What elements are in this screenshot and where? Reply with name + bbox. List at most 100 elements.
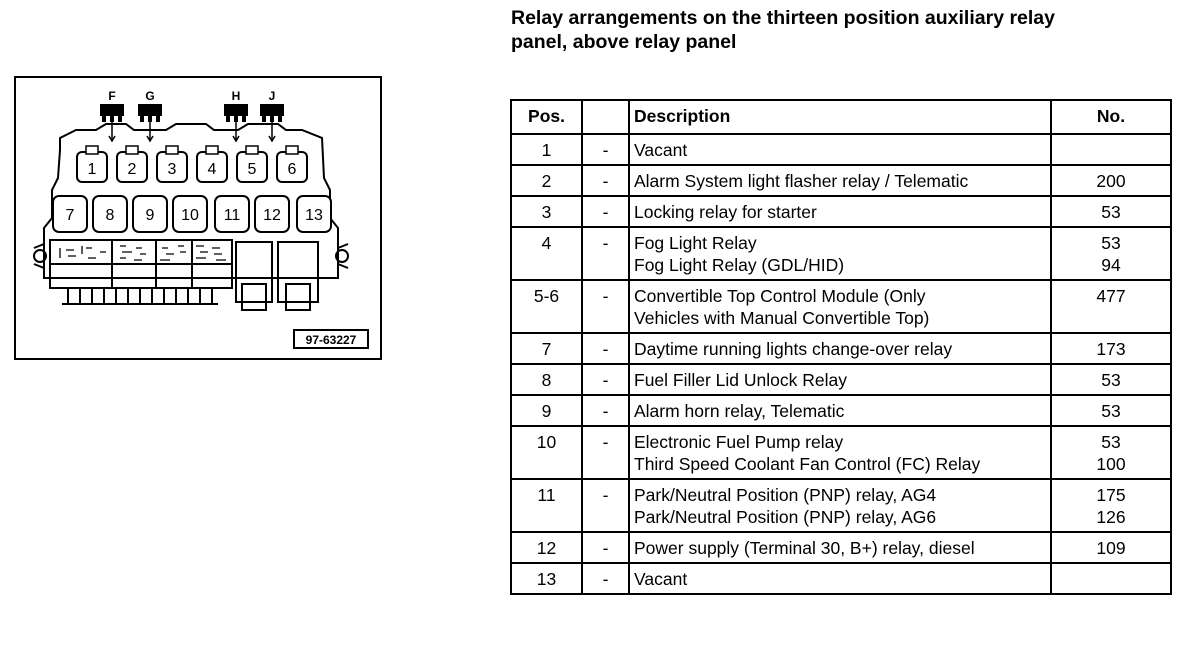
header-pos: Pos. [510, 99, 583, 135]
relay-number: 9 [146, 207, 155, 224]
relay-slot: 12 [254, 195, 290, 233]
description-line: Daytime running lights change-over relay [634, 339, 953, 359]
table-row: 3-Locking relay for starter 53 [510, 195, 1172, 228]
row-number: 173 [1050, 332, 1172, 365]
part-number: 53 [1101, 370, 1121, 390]
row-pos: 9 [510, 394, 583, 427]
description-line: Fuel Filler Lid Unlock Relay [634, 370, 847, 390]
description-line: Vacant [634, 140, 688, 160]
row-description: Vacant [628, 133, 1052, 166]
row-dash: - [581, 195, 630, 228]
relay-number: 1 [88, 161, 97, 178]
row-number: 53 [1050, 363, 1172, 396]
part-number: 477 [1096, 286, 1126, 306]
description-line: Electronic Fuel Pump relay [634, 432, 844, 452]
part-number: 109 [1096, 538, 1126, 558]
relay-number: 3 [168, 161, 177, 178]
table-row: 12-Power supply (Terminal 30, B+) relay,… [510, 531, 1172, 564]
row-pos: 8 [510, 363, 583, 396]
description-line: Park/Neutral Position (PNP) relay, AG6 [634, 507, 937, 527]
connector-plug: H [224, 89, 248, 143]
relay-slot: 8 [92, 195, 128, 233]
page-title-line-1: Relay arrangements on the thirteen posit… [511, 7, 1056, 29]
description-line: Locking relay for starter [634, 202, 817, 222]
row-number: 53 [1050, 195, 1172, 228]
row-pos: 10 [510, 425, 583, 480]
table-row: 2-Alarm System light flasher relay / Tel… [510, 164, 1172, 197]
connector-label: G [145, 89, 154, 103]
relay-number: 2 [128, 161, 137, 178]
part-number: 53 [1101, 432, 1121, 452]
description-line: Fog Light Relay [634, 233, 757, 253]
part-number: 53 [1101, 202, 1121, 222]
description-line: Power supply (Terminal 30, B+) relay, di… [634, 538, 975, 558]
part-number: 200 [1096, 171, 1126, 191]
description-line: Fog Light Relay (GDL/HID) [634, 255, 845, 275]
part-number: 53 [1101, 233, 1121, 253]
description-line: Vacant [634, 569, 688, 589]
row-dash: - [581, 279, 630, 334]
relay-slot: 10 [172, 195, 208, 233]
connector-label: F [108, 89, 115, 103]
relay-number: 4 [208, 161, 217, 178]
relay-slot: 2 [116, 145, 148, 183]
relay-number: 6 [288, 161, 297, 178]
row-number: 477 [1050, 279, 1172, 334]
row-description: Fuel Filler Lid Unlock Relay [628, 363, 1052, 396]
row-number [1050, 562, 1172, 595]
page-title-line-2: panel, above relay panel [511, 31, 737, 53]
header-blank [581, 99, 630, 135]
row-dash: - [581, 226, 630, 281]
relay-number: 8 [106, 207, 115, 224]
description-line: Third Speed Coolant Fan Control (FC) Rel… [634, 454, 981, 474]
table-header-row: Pos. Description No. [510, 99, 1172, 135]
row-pos: 11 [510, 478, 583, 533]
part-number: 126 [1096, 507, 1126, 527]
row-number: 200 [1050, 164, 1172, 197]
relay-number: 7 [66, 207, 75, 224]
relay-slot: 7 [52, 195, 88, 233]
page-title: Relay arrangements on the thirteen posit… [511, 6, 1191, 54]
relay-slot: 11 [214, 195, 250, 233]
relay-slot: 3 [156, 145, 188, 183]
table-row: 13-Vacant [510, 562, 1172, 595]
row-dash: - [581, 332, 630, 365]
connector-plug: J [260, 89, 284, 143]
table-row: 1-Vacant [510, 133, 1172, 166]
terminal-symbols [59, 245, 226, 261]
relay-number: 10 [181, 207, 199, 224]
row-dash: - [581, 363, 630, 396]
connector-plug: G [138, 89, 162, 143]
description-line: Park/Neutral Position (PNP) relay, AG4 [634, 485, 937, 505]
row-pos: 13 [510, 562, 583, 595]
row-description: Locking relay for starter [628, 195, 1052, 228]
row-pos: 3 [510, 195, 583, 228]
row-dash: - [581, 425, 630, 480]
connector-label: J [269, 89, 276, 103]
row-dash: - [581, 562, 630, 595]
relay-number: 13 [305, 207, 323, 224]
row-dash: - [581, 478, 630, 533]
row-pos: 7 [510, 332, 583, 365]
row-description: Alarm horn relay, Telematic [628, 394, 1052, 427]
part-number: 94 [1101, 255, 1121, 275]
relay-slot: 9 [132, 195, 168, 233]
row-pos: 12 [510, 531, 583, 564]
row-pos: 5-6 [510, 279, 583, 334]
row-pos: 2 [510, 164, 583, 197]
row-dash: - [581, 394, 630, 427]
row-number [1050, 133, 1172, 166]
row-description: Vacant [628, 562, 1052, 595]
row-number: 109 [1050, 531, 1172, 564]
